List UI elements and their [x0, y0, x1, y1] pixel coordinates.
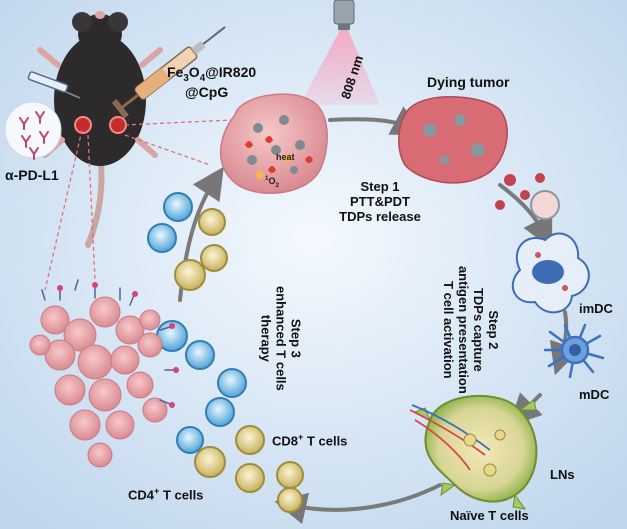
mouse-ear-left: [72, 12, 92, 32]
imdc-label: imDC: [579, 301, 613, 316]
step1-line2: PTT&PDT: [350, 193, 410, 209]
arrow-to-t-cells: [274, 483, 442, 525]
singlet-oxygen-label: 1O2: [265, 175, 280, 189]
antibody-zoom-circle: [4, 101, 62, 159]
step3-label: Step 3 enhanced T cells therapy: [258, 268, 304, 408]
antibody-molecules: [19, 111, 49, 160]
laser: [300, 0, 380, 105]
laser-beam: [300, 30, 380, 105]
mouse-nose: [95, 11, 105, 19]
lymph-node: [409, 394, 538, 510]
step1-label: Step 1 PTT&PDT TDPs release: [334, 179, 426, 225]
step1-line3: TDPs release: [339, 208, 421, 224]
mouse-illustration: [37, 11, 163, 248]
antibody-tips: [57, 282, 179, 408]
main-tumor: [219, 93, 328, 195]
naive-t-cells-label: Naïve T cells: [450, 508, 529, 523]
step2-line2: TDPs capture: [470, 287, 486, 372]
tumor-cluster: [29, 296, 168, 468]
immature-dendritic-cell: [511, 232, 590, 314]
step2-line3: antigen presentation: [456, 265, 471, 394]
antibody-and-receptors: [41, 279, 176, 405]
step2-line4: T cell activation: [441, 281, 457, 379]
zoom-leader-lines: [44, 119, 233, 291]
nanoparticle-formula-label: Fe3O4@IR820: [167, 64, 257, 84]
antibody-syringe: [27, 71, 81, 99]
dying-tumor-mass: [398, 96, 560, 220]
cd4-t-cells-label: CD4+ T cells: [128, 486, 204, 503]
mouse-ear-right: [108, 12, 128, 32]
mouse-tumor-right: [109, 116, 127, 134]
step3-title: Step 3: [288, 318, 304, 358]
mouse-paws: [37, 47, 163, 158]
mdc-label: mDC: [579, 387, 610, 402]
dying-tumor-label: Dying tumor: [427, 74, 510, 90]
step2-title: Step 2: [485, 310, 501, 350]
nanoparticle-coating-label: @CpG: [185, 84, 229, 100]
arrow-to-mdc: [549, 310, 581, 376]
heat-label: heat: [276, 152, 295, 162]
t-cells: [147, 192, 304, 513]
step3-line2: enhanced T cells: [273, 286, 289, 391]
lns-label: LNs: [550, 467, 575, 482]
mature-dendritic-cell: [543, 323, 605, 379]
released-nanoparticle: [530, 190, 560, 220]
mouse-body: [54, 34, 146, 166]
cycle-arrows: [178, 106, 581, 525]
step2-label: Step 2 TDPs capture antigen presentation…: [440, 260, 501, 400]
mouse-tumor-left: [74, 116, 92, 134]
cd8-t-cells-label: CD8+ T cells: [272, 432, 348, 449]
nanoparticle-syringe: [111, 26, 226, 119]
step1-title: Step 1: [360, 179, 400, 194]
antibody-label: α-PD-L1: [5, 167, 59, 183]
step3-line3: therapy: [258, 314, 274, 362]
arrow-to-imdc: [498, 183, 553, 250]
